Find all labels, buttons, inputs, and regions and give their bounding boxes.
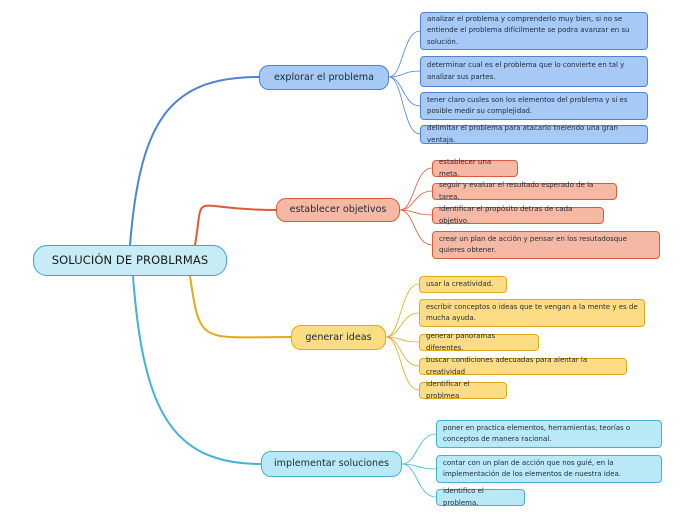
leaf-connector bbox=[385, 312, 420, 338]
leaf-node[interactable]: seguir y evaluar el resultado esperado d… bbox=[432, 181, 617, 201]
branch-establecer-objetivos[interactable]: establecer objetivos bbox=[276, 198, 400, 222]
leaf-node[interactable]: tener claro cusles son los elementos del… bbox=[420, 92, 648, 120]
leaf-node[interactable]: determinar cual es el problema que lo co… bbox=[420, 56, 648, 87]
leaf-node[interactable]: analizar el problema y comprenderlo muy … bbox=[420, 12, 648, 50]
leaf-text: escribir conceptos o ideas que te vengan… bbox=[426, 302, 638, 323]
leaf-text: determinar cual es el problema que lo co… bbox=[427, 61, 625, 81]
leaf-node[interactable]: escribir conceptos o ideas que te vengan… bbox=[419, 299, 645, 327]
leaf-node[interactable]: generar panoramas diferentes. bbox=[419, 332, 539, 352]
leaf-text: usar la creatividad. bbox=[426, 279, 494, 288]
leaf-node[interactable]: identifico el problema. bbox=[436, 487, 525, 507]
leaf-node[interactable]: contar con un plan de acción que nos gui… bbox=[436, 455, 662, 483]
branch-connector bbox=[132, 275, 262, 465]
leaf-node[interactable]: identificar el propósito detras de cada … bbox=[432, 205, 604, 225]
branch-implementar-soluciones[interactable]: implementar soluciones bbox=[261, 451, 402, 477]
leaf-text: establecer una meta. bbox=[439, 158, 492, 178]
leaf-text: contar con un plan de acción que nos gui… bbox=[443, 458, 622, 479]
branch-generar-ideas[interactable]: generar ideas bbox=[291, 325, 386, 350]
leaf-connector bbox=[388, 76, 421, 107]
leaf-node[interactable]: buscar condiciones adecuadas para alenta… bbox=[419, 356, 627, 376]
branch-connector bbox=[129, 76, 260, 246]
leaf-connector bbox=[401, 463, 437, 470]
leaf-node[interactable]: delimitar el problema para atacarlo tnei… bbox=[420, 124, 648, 144]
leaf-connector bbox=[388, 30, 421, 78]
leaf-connector bbox=[401, 463, 437, 498]
leaf-connector bbox=[399, 190, 433, 211]
leaf-node[interactable]: poner en practica elementos, herramienta… bbox=[436, 420, 662, 448]
root-topic[interactable]: SOLUCIÓN DE PROBLRMAS bbox=[33, 245, 227, 276]
leaf-text: identificar el problmea bbox=[426, 380, 470, 400]
leaf-text: crear un plan de acción y pensar en los … bbox=[439, 234, 627, 255]
leaf-connector bbox=[399, 209, 433, 246]
branch-explorar-el-problema[interactable]: explorar el problema bbox=[259, 65, 389, 90]
leaf-connector bbox=[385, 336, 420, 391]
leaf-text: seguir y evaluar el resultado esperado d… bbox=[439, 181, 594, 201]
leaf-text: analizar el problema y comprenderlo muy … bbox=[427, 14, 630, 46]
leaf-connector bbox=[385, 336, 420, 367]
branch-connector bbox=[189, 275, 292, 339]
leaf-text: delimitar el problema para atacarlo tnei… bbox=[427, 124, 618, 144]
leaf-connector bbox=[388, 70, 421, 78]
branch-label: explorar el problema bbox=[273, 71, 375, 83]
leaf-connector bbox=[399, 167, 433, 211]
leaf-connector bbox=[399, 209, 433, 216]
branch-label: establecer objetivos bbox=[289, 204, 387, 216]
leaf-node[interactable]: identificar el problmea bbox=[419, 380, 507, 400]
leaf-connector bbox=[401, 433, 437, 465]
leaf-text: tener claro cusles son los elementos del… bbox=[427, 95, 628, 116]
branch-label: generar ideas bbox=[305, 331, 372, 343]
leaf-connector bbox=[388, 76, 421, 135]
leaf-text: identificar el propósito detras de cada … bbox=[439, 205, 573, 225]
leaf-connector bbox=[385, 283, 420, 338]
branch-label: implementar soluciones bbox=[273, 458, 390, 470]
branch-connector bbox=[194, 204, 277, 246]
root-topic-label: SOLUCIÓN DE PROBLRMAS bbox=[51, 252, 209, 267]
leaf-text: generar panoramas diferentes. bbox=[426, 332, 496, 352]
leaf-node[interactable]: crear un plan de acción y pensar en los … bbox=[432, 231, 660, 259]
leaf-text: poner en practica elementos, herramienta… bbox=[443, 423, 631, 444]
leaf-text: identifico el problema. bbox=[443, 487, 484, 507]
leaf-node[interactable]: usar la creatividad. bbox=[419, 276, 507, 293]
leaf-text: buscar condiciones adecuadas para alenta… bbox=[426, 356, 588, 376]
leaf-node[interactable]: establecer una meta. bbox=[432, 158, 518, 178]
